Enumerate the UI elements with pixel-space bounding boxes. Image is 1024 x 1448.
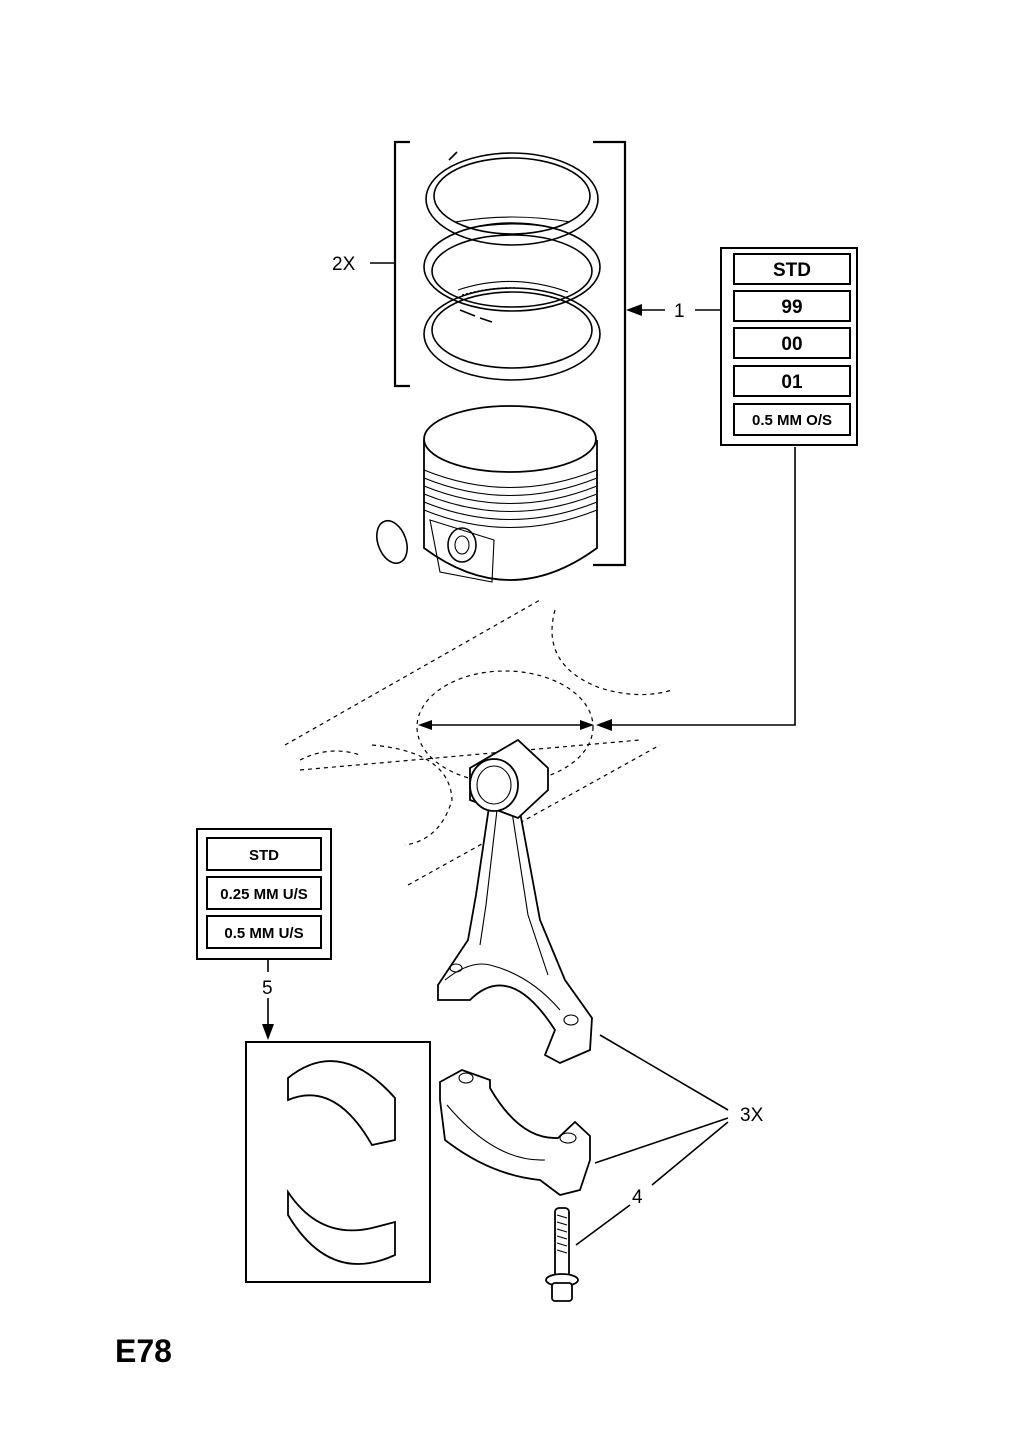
piston-pin-clip [376, 519, 408, 565]
callout-3x: 3X [740, 1105, 764, 1126]
compression-ring-second [423, 222, 601, 323]
page-code: E78 [115, 1333, 172, 1369]
bearing-size-table: STD 0.25 MM U/S 0.5 MM U/S [196, 828, 332, 960]
piston-ring-set [393, 140, 627, 567]
connecting-rod-bolt [545, 1207, 579, 1302]
callout-1: 1 [674, 301, 685, 322]
callout-5: 5 [262, 978, 273, 999]
bearing-option-05-undersize: 0.5 MM U/S [224, 925, 303, 942]
piston-option-00: 00 [781, 334, 802, 355]
piston [423, 405, 598, 583]
assembly-bracket-right [593, 140, 627, 567]
oil-control-ring [423, 287, 601, 381]
callout-4: 4 [632, 1187, 643, 1208]
callout-leaders [262, 262, 796, 1246]
connecting-rod [437, 738, 593, 1064]
cylinder-block-outline [284, 599, 673, 886]
piston-option-01: 01 [781, 372, 803, 393]
ring-bracket-left [393, 140, 410, 388]
callout-2x: 2X [332, 254, 356, 275]
piston-option-99: 99 [781, 297, 802, 318]
compression-ring-top [425, 151, 599, 246]
piston-option-std: STD [773, 260, 811, 281]
piston-option-oversize: 0.5 MM O/S [752, 412, 832, 429]
bearing-option-025-undersize: 0.25 MM U/S [220, 886, 308, 903]
bearing-option-std: STD [249, 847, 279, 864]
piston-size-table: STD 99 00 01 0.5 MM O/S [720, 247, 858, 446]
bearing-shell-inset [245, 1041, 431, 1283]
connecting-rod-cap [439, 1069, 591, 1196]
